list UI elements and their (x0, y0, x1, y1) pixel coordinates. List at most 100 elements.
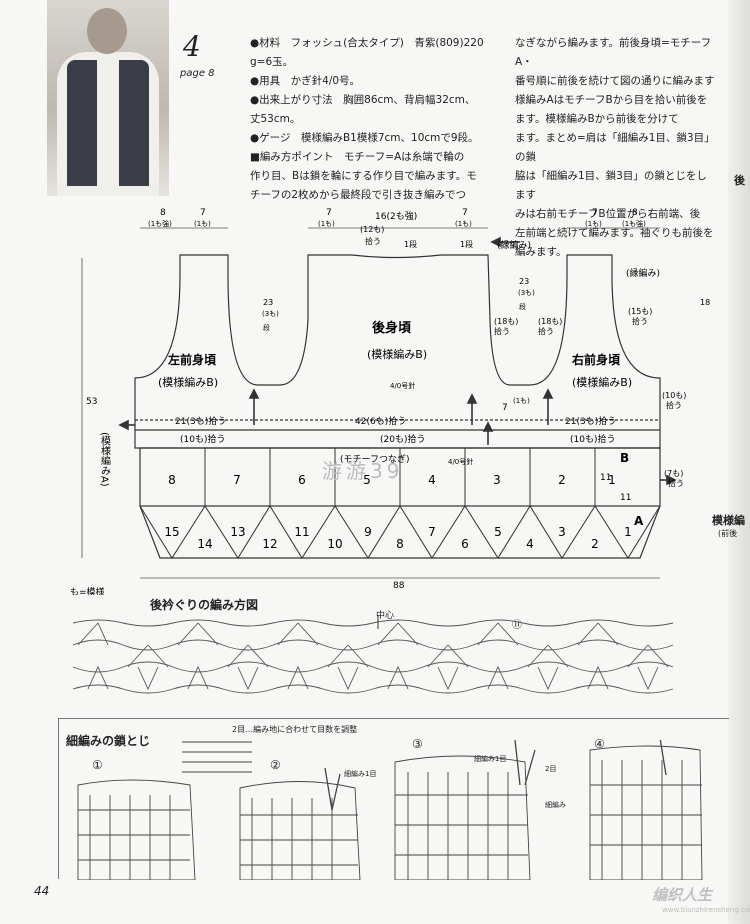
back-pattern: (模様編みB) (367, 347, 427, 361)
motif-number: 3 (558, 525, 566, 539)
pick-label: 21(3も)拾う (175, 415, 226, 427)
left-front-label: 左前身頃 (167, 352, 217, 367)
dim-text: (1も) (194, 220, 211, 228)
dim-text: (1も) (585, 220, 602, 228)
height-53: 53 (86, 397, 97, 407)
trim-label: (縁編み) (626, 267, 660, 279)
motif-number: 8 (168, 473, 176, 487)
needle-label: 4/0号針 (390, 381, 415, 390)
pattern-number: 4 (183, 30, 201, 63)
pick-label: (7も) (664, 469, 683, 478)
motif-number: 7 (428, 525, 436, 539)
motif-number: 1 (608, 473, 616, 487)
pick-label: 21(3も)拾う (565, 415, 616, 427)
step-label: 2目 (545, 765, 557, 773)
motif-number: 8 (396, 537, 404, 551)
pick-label: (18も) (538, 317, 562, 326)
pick-label: 拾う (494, 326, 510, 336)
dim-text: 7 (502, 403, 508, 413)
motif-number: 7 (233, 473, 241, 487)
motif-number: 3 (493, 473, 501, 487)
closing-section-frame (58, 718, 729, 879)
closing-title: 細編みの鎖とじ (66, 734, 151, 748)
instructions-text: なぎながら編みます。前後身頃=モチーフA・番号順に前後を続けて図の通りに編みます… (515, 37, 715, 258)
pick-label: (20も)拾う (380, 433, 425, 445)
motif-number: 15 (164, 525, 179, 539)
motif-a-mark: A (634, 514, 644, 528)
back-label: 後身頃 (372, 320, 412, 336)
motif-number: 5 (494, 525, 502, 539)
height-label: (3も) (262, 310, 279, 318)
height-label: 23 (519, 277, 529, 286)
height-label: 段 (519, 302, 526, 311)
height-label: 段 (263, 323, 270, 332)
dim-text: 11 (620, 493, 631, 503)
dim-text: (1も) (513, 397, 530, 405)
garment-diagram: 8 (1も強) 7 (1も) 7 (1も) 16(2も強) 7 (1も) 7 (… (70, 208, 710, 595)
closing-note: 2目…編み地に合わせて目数を調整 (232, 725, 358, 734)
motif-number: 10 (327, 537, 342, 551)
dim-text: 7 (200, 208, 206, 218)
page-number: 44 (34, 884, 50, 898)
cut-text-a: 後 (734, 174, 745, 187)
dim-text: 8 (632, 208, 638, 218)
step-label: 細編み1目 (474, 755, 507, 763)
row-label: 1段 (460, 239, 473, 249)
step-1: ① (92, 758, 103, 772)
cut-text-c: (前後 (718, 529, 738, 538)
pick-label: 拾う (632, 316, 648, 326)
center-label: 中心 (376, 611, 395, 621)
dim-text: 7 (326, 208, 332, 218)
closing-illustrations (77, 740, 703, 880)
height-label: 23 (263, 298, 273, 307)
motif-number: 11 (294, 525, 309, 539)
motif-number: 4 (428, 473, 436, 487)
motif-number: 1 (624, 525, 632, 539)
pick-label: (18も) (494, 317, 518, 326)
motif-b-mark: B (620, 451, 629, 465)
pick-label: 拾う (666, 400, 682, 410)
motif-label: (モチーフつなぎ) (340, 453, 409, 465)
watermark-text: 游游39 (322, 459, 403, 483)
pick-label: (10も)拾う (180, 433, 225, 445)
trim-label: (縁編み) (497, 239, 531, 251)
pick-label: 拾う (668, 478, 684, 488)
step-3: ③ (412, 737, 423, 751)
needle-label: 4/0号針 (448, 457, 473, 466)
dim-text: (1も) (318, 220, 335, 228)
model-photo (47, 0, 169, 196)
dim-text: (1も強) (148, 220, 172, 228)
neck-stitch-chart (72, 615, 674, 694)
pick-label: (15も) (628, 307, 652, 316)
dim-text: 8 (160, 208, 166, 218)
dim-text: 7 (592, 208, 598, 218)
step-4: ④ (594, 737, 605, 751)
pick-label: (10も) (662, 391, 686, 400)
pattern-a-label: (模様編みA) (99, 432, 111, 487)
cut-dim: 18 (700, 298, 710, 307)
left-front-pattern: (模様編みB) (158, 375, 218, 389)
motif-number: 4 (526, 537, 534, 551)
motif-number: 2 (558, 473, 566, 487)
row-label: 1段 (404, 239, 417, 249)
site-logo: 编织人生 (652, 886, 713, 904)
legend-text: も=模様 (70, 586, 105, 595)
motif-number: 6 (298, 473, 306, 487)
motif-number: 5 (363, 473, 371, 487)
width-88: 88 (393, 581, 405, 591)
site-url: www.bianzhirensheng.com (662, 906, 750, 914)
height-label: (3も) (518, 289, 535, 297)
dim-text: 11 (600, 473, 611, 483)
row-marker: ⑪ (512, 620, 522, 631)
dim-text: (1も強) (622, 220, 646, 228)
page-reference: page 8 (180, 68, 215, 79)
pick-label: (10も)拾う (570, 433, 615, 445)
pick-label: 拾う (365, 236, 381, 246)
step-2: ② (270, 758, 281, 772)
step-label: 細編み (545, 801, 566, 809)
motif-number: 14 (197, 537, 212, 551)
pick-label: 拾う (538, 326, 554, 336)
page-edge (728, 0, 750, 924)
motif-number: 12 (262, 537, 277, 551)
